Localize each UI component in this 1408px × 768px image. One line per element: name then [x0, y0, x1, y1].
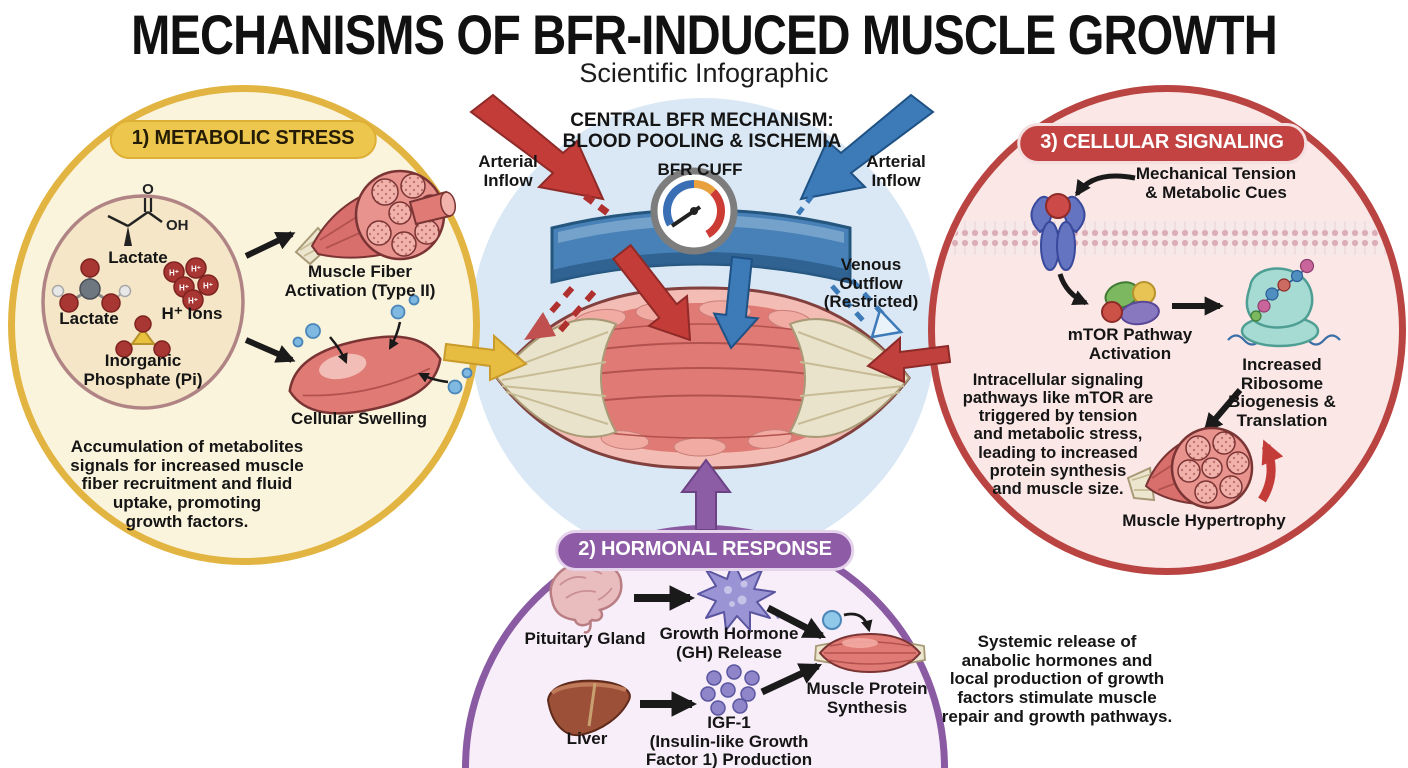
page-title: MECHANISMS OF BFR-INDUCED MUSCLE GROWTH	[131, 3, 1278, 66]
muscle-fiber-activation-label: Muscle Fiber Activation (Type II)	[284, 262, 436, 300]
growth-hormone-label: Growth Hormone (GH) Release	[659, 624, 799, 662]
venous-outflow-label: Venous Outflow (Restricted)	[823, 255, 919, 312]
muscle-protein-synthesis-label: Muscle Protein Synthesis	[806, 679, 928, 717]
arterial-inflow-right-label: Arterial Inflow	[866, 152, 926, 190]
mechanical-tension-label: Mechanical Tension & Metabolic Cues	[1135, 164, 1297, 202]
pituitary-gland-label: Pituitary Gland	[524, 629, 646, 648]
lactate-structural-label: Lactate	[108, 248, 168, 267]
mtor-pathway-label: mTOR Pathway Activation	[1067, 325, 1193, 363]
metabolic-stress-badge: 1) METABOLIC STRESS	[109, 120, 377, 159]
h-ions-label: H⁺ Ions	[161, 304, 223, 323]
liver-label: Liver	[566, 729, 608, 748]
metabolic-description: Accumulation of metabolites signals for …	[70, 437, 304, 531]
lactate-molecular-label: Lactate	[59, 309, 119, 328]
cellular-swelling-label: Cellular Swelling	[290, 409, 428, 428]
muscle-hypertrophy-label: Muscle Hypertrophy	[1122, 511, 1286, 530]
hormonal-response-badge: 2) HORMONAL RESPONSE	[555, 530, 855, 571]
ribosome-biogenesis-label: Increased Ribosome Biogenesis & Translat…	[1228, 355, 1336, 431]
systemic-release-note: Systemic release of anabolic hormones an…	[941, 632, 1173, 726]
igf1-label: IGF-1 (Insulin-like Growth Factor 1) Pro…	[645, 713, 813, 768]
inorganic-phosphate-label: Inorganic Phosphate (Pi)	[83, 351, 203, 389]
signaling-description: Intracellular signaling pathways like mT…	[962, 371, 1154, 498]
page-subtitle: Scientific Infographic	[579, 58, 829, 88]
central-mechanism-heading: CENTRAL BFR MECHANISM: BLOOD POOLING & I…	[562, 110, 842, 152]
bfr-cuff-label: BFR CUFF	[657, 160, 743, 179]
cellular-signaling-badge: 3) CELLULAR SIGNALING	[1017, 123, 1307, 164]
arterial-inflow-left-label: Arterial Inflow	[478, 152, 538, 190]
